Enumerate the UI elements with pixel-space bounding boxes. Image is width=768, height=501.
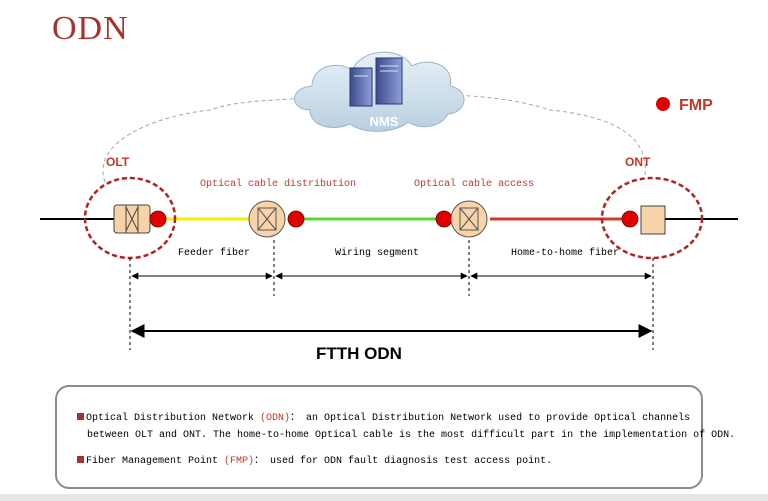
bullet-icon: [77, 456, 84, 463]
page-title: ODN: [52, 10, 129, 47]
fmp-distribution: [287, 210, 305, 228]
feeder-fiber-label: Feeder fiber: [178, 247, 250, 259]
note-odn-text: Optical Distribution Network: [86, 413, 261, 424]
ont-device: [640, 205, 666, 235]
note-fmp: Fiber Management Point (FMP)： used for O…: [77, 451, 552, 467]
note-odn-desc: ： an Optical Distribution Network used t…: [290, 413, 691, 424]
fmp-legend-label: FMP: [679, 97, 713, 114]
management-link-ont: [439, 94, 646, 176]
note-fmp-text: Fiber Management Point: [86, 456, 225, 467]
notes-box: Optical Distribution Network (ODN)： an O…: [55, 385, 735, 489]
note-odn-abbr: (ODN): [260, 413, 291, 424]
access-label: Optical cable access: [414, 178, 534, 190]
ont-label: ONT: [625, 155, 651, 169]
fmp-legend-dot: [656, 97, 670, 111]
server-icon: [349, 57, 403, 107]
distribution-label: Optical cable distribution: [200, 178, 356, 190]
fmp-ont: [621, 210, 639, 228]
fmp-olt: [149, 210, 167, 228]
olt-device: [113, 204, 151, 234]
ont-zone: [600, 176, 704, 260]
note-odn-continued: between OLT and ONT. The home-to-home Op…: [87, 430, 736, 441]
note-odn: Optical Distribution Network (ODN)： an O…: [77, 408, 690, 424]
ftth-odn-label: FTTH ODN: [316, 344, 402, 363]
fmp-access: [435, 210, 453, 228]
bottom-strip: [0, 494, 768, 501]
note-fmp-desc: ： used for ODN fault diagnosis test acce…: [254, 456, 553, 467]
nms-label: NMS: [370, 114, 399, 129]
note-fmp-abbr: (FMP): [224, 456, 255, 467]
wiring-segment-label: Wiring segment: [335, 247, 419, 259]
management-link-olt: [102, 94, 331, 183]
bullet-icon: [77, 413, 84, 420]
distribution-splitter: [248, 200, 286, 238]
olt-label: OLT: [106, 155, 130, 169]
access-splitter: [450, 200, 488, 238]
home-fiber-label: Home-to-home fiber: [511, 247, 619, 259]
